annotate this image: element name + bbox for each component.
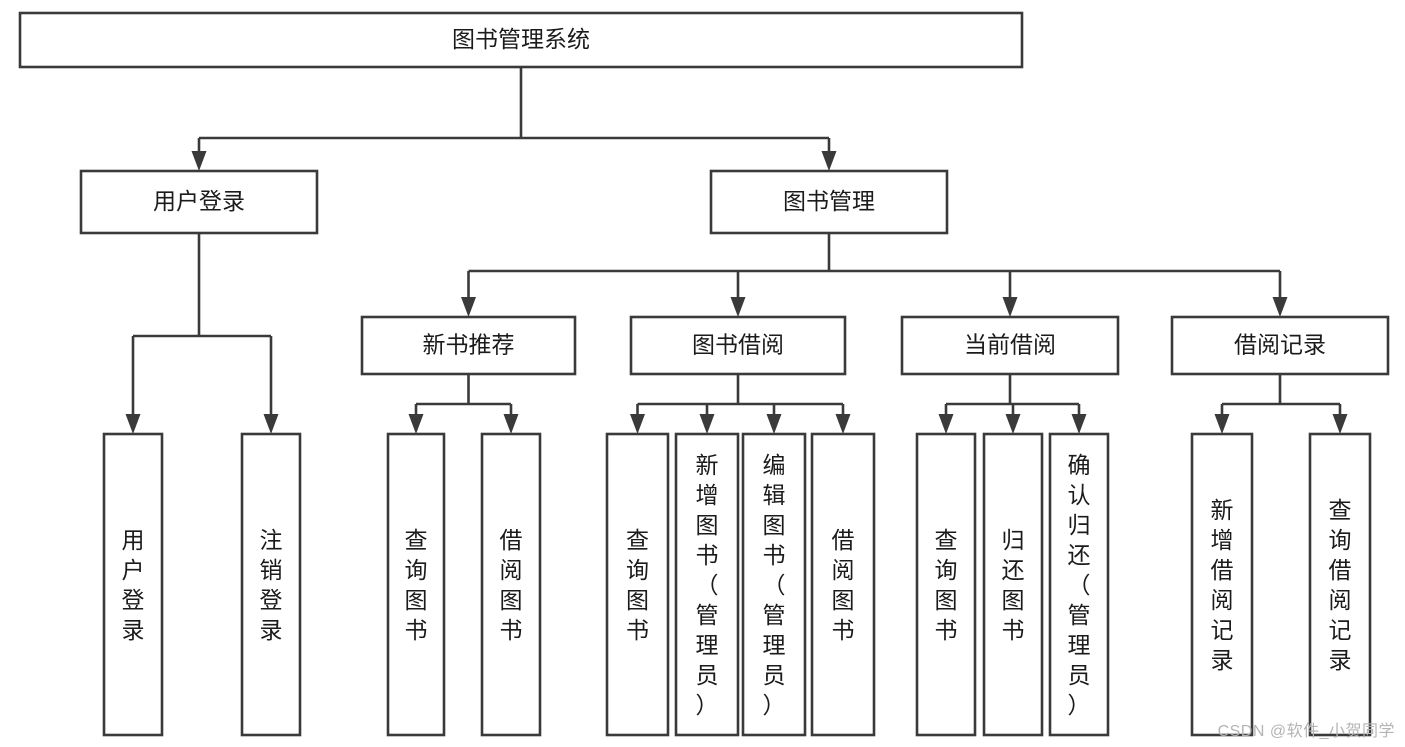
node-box[interactable] [386, 432, 446, 737]
node-label: 查询图书 [935, 527, 958, 643]
node-label: 确认归还（管理员） [1068, 452, 1091, 718]
node-label: 注销登录 [260, 527, 283, 643]
node-borrow-record[interactable]: 借阅记录 [1170, 315, 1390, 376]
connector-group-book-borrow [630, 374, 851, 434]
node-leaf-user-login[interactable]: 用户登录 [102, 432, 164, 737]
node-box[interactable] [480, 432, 542, 737]
node-leaf-query-book-current[interactable]: 查询图书 [915, 432, 977, 737]
arrow-head-icon [835, 414, 851, 434]
node-box[interactable] [360, 315, 577, 376]
arrow-head-icon [1272, 297, 1288, 317]
arrow-head-icon [125, 414, 141, 434]
node-label: 新书推荐 [423, 332, 515, 358]
node-label: 新增图书（管理员） [696, 452, 719, 718]
node-leaf-edit-book[interactable]: 编辑图书（管理员） [741, 432, 807, 737]
node-label: 查询图书 [405, 527, 428, 643]
arrow-head-icon [1002, 297, 1018, 317]
node-root[interactable]: 图书管理系统 [18, 11, 1024, 69]
connector-group-user-login [125, 233, 279, 434]
connector-group-new-book-recommend [408, 374, 519, 434]
arrow-head-icon [408, 414, 424, 434]
arrow-head-icon [699, 414, 715, 434]
arrow-head-icon [263, 414, 279, 434]
node-leaf-query-book-recommend[interactable]: 查询图书 [386, 432, 446, 737]
connector-group-book-manage [461, 233, 1288, 317]
node-box[interactable] [1308, 432, 1372, 737]
node-new-book-recommend[interactable]: 新书推荐 [360, 315, 577, 376]
node-label: 借阅图书 [500, 527, 523, 643]
node-box[interactable] [810, 432, 876, 737]
node-label: 图书借阅 [692, 332, 784, 358]
watermark-text: CSDN @软件_小贺同学 [1217, 723, 1395, 740]
node-box[interactable] [674, 432, 740, 737]
node-label: 用户登录 [122, 527, 145, 643]
node-book-borrow[interactable]: 图书借阅 [629, 315, 847, 376]
node-box[interactable] [915, 432, 977, 737]
node-current-borrow[interactable]: 当前借阅 [900, 315, 1120, 376]
node-box[interactable] [1190, 432, 1254, 737]
arrow-head-icon [1071, 414, 1087, 434]
node-box[interactable] [741, 432, 807, 737]
node-leaf-borrow-book[interactable]: 借阅图书 [810, 432, 876, 737]
node-label: 图书管理 [783, 188, 875, 214]
node-label: 查询图书 [626, 527, 649, 643]
node-book-manage[interactable]: 图书管理 [709, 169, 949, 235]
node-box[interactable] [79, 169, 319, 235]
node-label: 借阅图书 [832, 527, 855, 643]
node-label: 归还图书 [1002, 527, 1025, 643]
node-label: 图书管理系统 [452, 26, 590, 52]
arrow-head-icon [461, 297, 476, 317]
node-leaf-query-borrow-record[interactable]: 查询借阅记录 [1308, 432, 1372, 737]
node-label: 新增借阅记录 [1211, 497, 1234, 673]
node-box[interactable] [982, 432, 1044, 737]
node-box[interactable] [102, 432, 164, 737]
node-label: 当前借阅 [964, 332, 1056, 358]
arrow-head-icon [766, 414, 782, 434]
arrow-head-icon [938, 414, 954, 434]
connector-group-current-borrow [938, 374, 1087, 434]
node-box[interactable] [1170, 315, 1390, 376]
connector-group-borrow-record [1214, 374, 1348, 434]
node-box[interactable] [18, 11, 1024, 69]
node-leaf-query-book-borrow[interactable]: 查询图书 [605, 432, 670, 737]
node-box[interactable] [629, 315, 847, 376]
node-label: 查询借阅记录 [1329, 497, 1352, 673]
node-box[interactable] [605, 432, 670, 737]
node-leaf-logout[interactable]: 注销登录 [240, 432, 302, 737]
arrow-head-icon [630, 414, 645, 434]
node-box[interactable] [240, 432, 302, 737]
arrow-head-icon [503, 414, 519, 434]
node-label: 用户登录 [153, 188, 245, 214]
arrow-head-icon [821, 151, 837, 171]
node-leaf-borrow-book-recommend[interactable]: 借阅图书 [480, 432, 542, 737]
node-leaf-add-book[interactable]: 新增图书（管理员） [674, 432, 740, 737]
node-leaf-return-book[interactable]: 归还图书 [982, 432, 1044, 737]
connector-group-root [191, 67, 837, 171]
node-user-login[interactable]: 用户登录 [79, 169, 319, 235]
node-box[interactable] [900, 315, 1120, 376]
node-box[interactable] [709, 169, 949, 235]
arrow-head-icon [191, 151, 207, 171]
arrow-head-icon [1214, 414, 1230, 434]
node-box[interactable] [1048, 432, 1110, 737]
node-label: 编辑图书（管理员） [763, 452, 786, 718]
node-leaf-confirm-return[interactable]: 确认归还（管理员） [1048, 432, 1110, 737]
arrow-head-icon [730, 297, 746, 317]
node-label: 借阅记录 [1234, 332, 1326, 358]
arrow-head-icon [1005, 414, 1021, 434]
node-leaf-add-borrow-record[interactable]: 新增借阅记录 [1190, 432, 1254, 737]
arrow-head-icon [1332, 414, 1348, 434]
